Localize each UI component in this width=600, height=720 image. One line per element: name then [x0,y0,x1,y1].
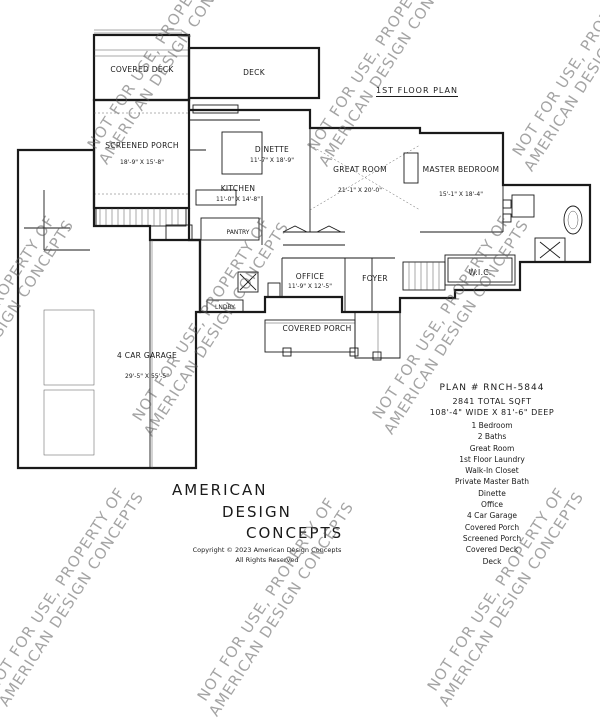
great-room-label: GREAT ROOM [333,165,387,174]
company-logo-line-3: CONCEPTS [246,524,344,542]
plan-info-panel: PLAN # RNCH-5844 2841 TOTAL SQFT 108'-4"… [412,383,572,567]
garage-area [16,148,202,470]
kitchen-label: KITCHEN [221,184,256,193]
plan-dimensions: 108'-4" WIDE X 81'-6" DEEP [429,408,555,417]
copyright-text: Copyright © 2023 American Design Concept… [192,546,342,554]
floor-plan-title: 1ST FLOOR PLAN [376,86,458,97]
office-foyer-area [206,257,395,313]
great-room-area [282,128,421,246]
wic-label: W.I.C. [469,268,492,277]
company-logo-line-2: DESIGN [222,503,292,521]
kitchen-dim: 11'-0" X 14'-8" [216,196,260,203]
deck-label: DECK [243,68,266,77]
garage-label: 4 CAR GARAGE [117,351,177,360]
plan-number: PLAN # RNCH-5844 [439,383,545,393]
company-logo-line-1: AMERICAN [172,481,268,499]
foyer-label: FOYER [362,274,388,283]
laundry-label: LNDRY [215,304,235,311]
office-dim: 11'-9" X 12'-5" [288,283,332,290]
feature-item: 4 Car Garage [467,511,517,521]
master-suite-area [420,185,583,286]
feature-item: Deck [482,556,502,566]
rights-text: All Rights Reserved [235,556,299,564]
feature-item: Dinette [478,488,506,498]
feature-item: Walk-In Closet [465,466,519,476]
feature-item: Screened Porch [462,533,522,543]
features-list: 1 Bedroom 2 Baths Great Room 1st Floor L… [412,420,572,567]
feature-item: Office [481,500,503,510]
office-label: OFFICE [296,272,325,281]
great-room-dim: 21'-1" X 20'-0" [338,187,382,194]
total-sqft: 2841 TOTAL SQFT [452,397,532,406]
deck-railing [94,29,182,34]
covered-porch-area [264,312,401,361]
dinette-label: DINETTE [255,145,289,154]
feature-item: 2 Baths [477,432,507,442]
deck-area [187,46,321,100]
feature-item: Great Room [469,443,515,453]
pantry-label: PANTRY [227,229,250,236]
master-bedroom-label: MASTER BEDROOM [423,165,500,174]
screened-porch-label: SCREENED PORCH [105,141,179,150]
feature-item: Private Master Bath [455,477,529,487]
house-outline [187,98,592,314]
garage-dim: 29'-5" X 55'-5" [125,373,169,380]
feature-item: Covered Deck [465,545,519,555]
kitchen-dinette-area [165,104,263,245]
floor-plan-drawing [16,29,592,470]
master-bedroom-dim: 15'-1" X 18'-4" [439,191,483,198]
feature-item: 1st Floor Laundry [459,454,525,464]
covered-deck-label: COVERED DECK [110,65,174,74]
screened-porch-dim: 18'-9" X 15'-8" [120,159,164,166]
feature-item: Covered Porch [464,522,520,532]
covered-porch-label: COVERED PORCH [282,324,351,333]
room-labels-layer: COVERED DECK DECK SCREENED PORCH 18'-9" … [105,65,500,380]
dinette-dim: 11'-7" X 18'-9" [250,157,294,164]
feature-item: 1 Bedroom [471,421,513,430]
stairs [402,261,446,291]
